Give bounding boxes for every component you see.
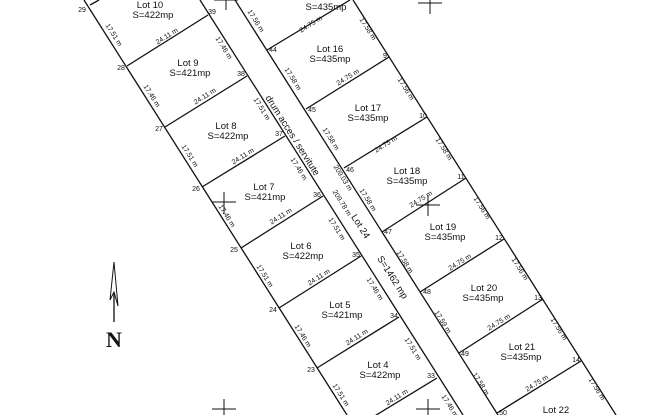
left-lot-dividers	[89, 0, 438, 415]
lot-9-area: S=421mp	[170, 68, 211, 79]
lot-7-label: Lot 7	[253, 182, 274, 193]
lot-7-area: S=421mp	[245, 192, 286, 203]
road-lot-label: Lot 24	[348, 213, 371, 241]
lot-4-label: Lot 4	[367, 360, 388, 371]
left-outer-boundary	[83, 0, 348, 415]
lot-18-area: S=435mp	[387, 176, 428, 187]
north-arrow: N	[106, 261, 122, 352]
lot-21-label: Lot 21	[509, 342, 535, 353]
dimension-label: 17.58 m	[471, 372, 491, 397]
lot-10-label: Lot 10	[137, 0, 163, 11]
lot-16-area: S=435mp	[310, 54, 351, 65]
vertex-number: 37	[275, 131, 283, 138]
dimension-label: 17.46 m	[365, 277, 385, 302]
road-left-edge	[199, 0, 464, 415]
vertex-number: 29	[78, 7, 86, 14]
vertex-number: 33	[427, 373, 435, 380]
lot-8-area: S=422mp	[208, 131, 249, 142]
vertex-number: 13	[534, 295, 542, 302]
vertex-number: 23	[307, 367, 315, 374]
vertex-number: 48	[423, 289, 431, 296]
dimension-label: 24.75 m	[448, 253, 473, 272]
lot-15-area: S=435mp	[306, 2, 347, 13]
lot-20-area: S=435mp	[463, 293, 504, 304]
dimension-label: 17.58 m	[358, 17, 378, 42]
dimension-label: 17.56 m	[549, 317, 569, 342]
road-right-edge	[234, 0, 499, 415]
lot-17-label: Lot 17	[355, 103, 381, 114]
vertex-number: 44	[269, 47, 277, 54]
lot-17-area: S=435mp	[348, 113, 389, 124]
road-length-left: 209.78 m	[331, 189, 353, 218]
right-outer-boundary	[352, 0, 617, 415]
dimension-label: 24.11 m	[155, 27, 180, 46]
vertex-number: 36	[313, 192, 321, 199]
dimension-label: 24.75 m	[487, 313, 512, 332]
lot-21-area: S=435mp	[501, 352, 542, 363]
lot-22-label: Lot 22	[543, 405, 569, 415]
vertex-number: 46	[346, 167, 354, 174]
dimension-label: 17.58 m	[395, 250, 415, 275]
lot-8-label: Lot 8	[215, 121, 236, 132]
lot-9-label: Lot 9	[177, 58, 198, 69]
dimension-label: 17.56 m	[396, 77, 416, 102]
dimension-label: 24.75 m	[374, 135, 399, 154]
dimension-label: 17.58 m	[434, 137, 454, 162]
lot-4-area: S=422mp	[360, 370, 401, 381]
grid-crosshairs	[212, 0, 442, 415]
north-label: N	[106, 327, 122, 352]
dimension-label: 17.56 m	[510, 257, 530, 282]
lot-16-label: Lot 16	[317, 44, 343, 55]
lot-10-area: S=422mp	[133, 10, 174, 21]
dimension-label: 24.11 m	[385, 388, 410, 407]
dimension-label: 24.75 m	[525, 374, 550, 393]
vertex-number: 11	[457, 174, 464, 181]
dimension-label: 17.59 m	[433, 310, 453, 335]
vertex-number: 24	[269, 307, 277, 314]
vertex-number: 34	[390, 313, 398, 320]
lot-18-label: Lot 18	[394, 166, 420, 177]
vertex-number: 14	[572, 357, 580, 364]
vertex-number: 27	[155, 126, 163, 133]
dimension-label: 17.56 m	[472, 196, 492, 221]
dimension-label: 17.56 m	[587, 377, 607, 402]
vertex-number: 10	[419, 113, 427, 120]
dimension-label: 17.51 m	[403, 337, 423, 362]
lot-19-area: S=435mp	[425, 232, 466, 243]
vertex-number: 9	[383, 53, 387, 60]
dimension-label: 24.75 m	[299, 15, 324, 34]
dimension-label: 17.51 m	[327, 217, 347, 242]
vertex-number: 12	[495, 235, 503, 242]
vertex-number: 26	[192, 186, 200, 193]
vertex-labels: 29 28 27 26 25 24 23 39 38 37 36 35 34 33 44 45 46 47 48 49…	[78, 7, 580, 415]
lot-6-label: Lot 6	[290, 241, 311, 252]
vertex-number: 47	[384, 229, 392, 236]
lot-labels: Lot 10 S=422mp Lot 9 S=421mp Lot 8 S=422…	[133, 0, 570, 415]
vertex-number: 50	[499, 410, 507, 415]
vertex-number: 45	[308, 107, 316, 114]
vertex-number: 25	[230, 247, 238, 254]
lot-19-label: Lot 19	[430, 222, 456, 233]
lot-5-area: S=421mp	[322, 310, 363, 321]
vertex-number: 28	[117, 65, 125, 72]
vertex-number: 38	[237, 71, 245, 78]
vertex-number: 35	[352, 252, 360, 259]
vertex-number: 39	[208, 9, 216, 16]
lot-20-label: Lot 20	[471, 283, 497, 294]
lot-6-area: S=422mp	[283, 251, 324, 262]
lot-5-label: Lot 5	[329, 300, 350, 311]
vertex-number: 49	[461, 351, 469, 358]
